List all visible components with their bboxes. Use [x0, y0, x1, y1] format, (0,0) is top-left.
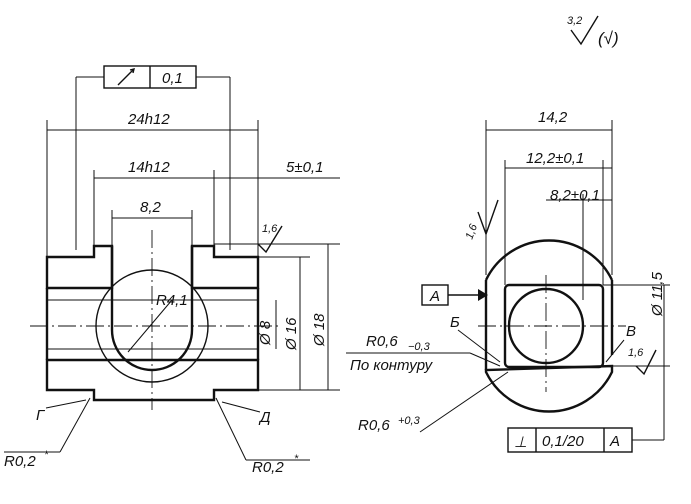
- right-roughness-left-icon: [477, 199, 499, 237]
- contour-note: По контуру: [350, 357, 434, 374]
- left-roughness-icon: [257, 225, 283, 254]
- dim-8-2: 8,2: [140, 199, 162, 216]
- outer-arc: [484, 239, 614, 281]
- left-roughness: 1,6: [262, 223, 278, 235]
- radius-r06-bottom-tol: +0,3: [398, 415, 421, 427]
- mark-v: В: [626, 323, 636, 340]
- radius-r02-left: R0,2: [4, 453, 36, 470]
- dim-step-5: 5±0,1: [286, 159, 323, 176]
- datum-triangle-icon: [478, 289, 488, 301]
- perp-value: 0,1/20: [542, 433, 584, 450]
- right-end-view: A 14,2 12,2±0,1 8,2±0,1 1,6 Ø 11,5 1,6 Б…: [346, 109, 670, 453]
- mark-d: Д: [258, 409, 271, 426]
- right-top-hatch: [190, 244, 260, 290]
- right-roughness-right-icon: [635, 349, 657, 376]
- dim-dia-18: Ø 18: [311, 313, 328, 347]
- star-left: *: [44, 449, 49, 461]
- star-right: *: [294, 453, 299, 465]
- radius-r06-bottom: R0,6: [358, 417, 390, 434]
- radius-r02-right: R0,2: [252, 459, 284, 476]
- perp-symbol: ⊥: [514, 434, 527, 451]
- perp-datum: A: [609, 433, 620, 450]
- mark-b: Б: [450, 314, 460, 331]
- general-roughness-symbol: 3,2 (√): [567, 15, 619, 48]
- dim-14-2: 14,2: [538, 109, 568, 126]
- runout-value: 0,1: [162, 70, 183, 87]
- general-roughness-paren: (√): [598, 29, 619, 48]
- bottom-hatch: [45, 358, 260, 402]
- dim-dia-16: Ø 16: [283, 317, 300, 351]
- radius-r06-top: R0,6: [366, 333, 398, 350]
- left-section-view: R4,1 0,1 24h12 14h12 5±0,1 8,2 1,6: [4, 65, 340, 476]
- datum-a: A: [429, 288, 440, 305]
- left-top-hatch: [45, 244, 114, 290]
- dim-14h12: 14h12: [128, 159, 170, 176]
- general-roughness-value: 3,2: [567, 15, 582, 27]
- roughness-check-icon: [570, 15, 599, 46]
- dim-8-2-right: 8,2±0,1: [550, 187, 600, 204]
- right-bottom-hatch: [484, 364, 614, 413]
- dim-12-2: 12,2±0,1: [526, 150, 584, 167]
- right-roughness-right: 1,6: [628, 347, 644, 359]
- dim-dia-11-5: Ø 11,5: [649, 271, 666, 317]
- dim-24h12: 24h12: [127, 111, 170, 128]
- right-roughness-left: 1,6: [464, 222, 481, 241]
- radius-r06-top-tol: −0,3: [408, 341, 431, 353]
- dim-dia-8: Ø 8: [257, 320, 274, 346]
- mark-g: Г: [36, 407, 46, 424]
- runout-arrow-icon: [117, 68, 135, 86]
- radius-r41-label: R4,1: [156, 292, 188, 309]
